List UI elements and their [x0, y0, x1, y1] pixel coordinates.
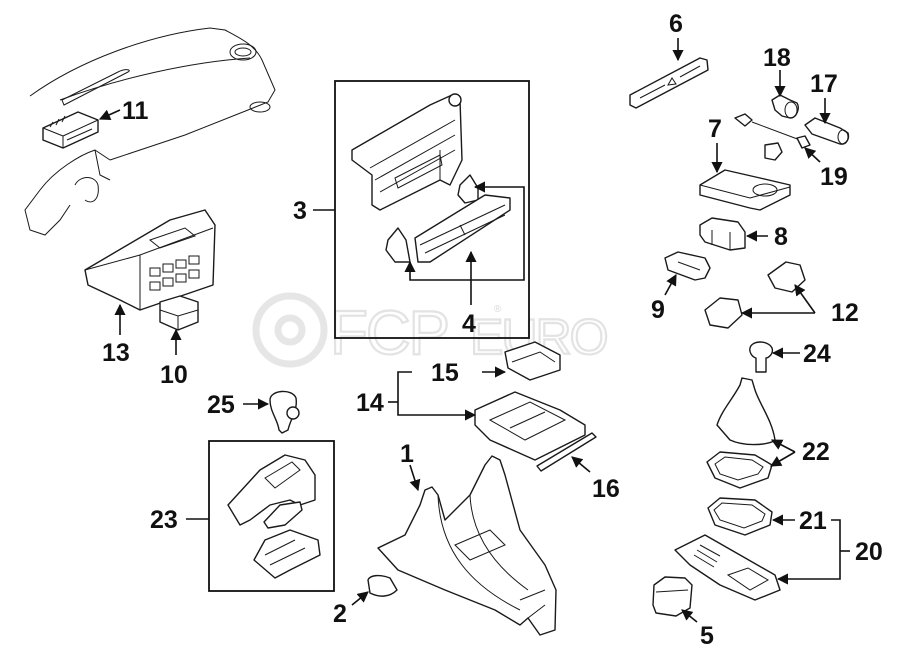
callout-24: 24 [803, 340, 831, 368]
part-8-switch [699, 217, 746, 251]
part-14-storage-tray [474, 391, 586, 461]
part-13-climate-control [84, 209, 216, 311]
callout-13: 13 [102, 339, 130, 367]
callout-4: 4 [462, 310, 476, 338]
part-19-lighter-harness [734, 113, 811, 161]
leader-2 [351, 591, 369, 606]
callout-1: 1 [400, 440, 414, 468]
leader-22-upper [771, 439, 796, 453]
callout-21: 21 [799, 507, 827, 535]
group-box-23 [208, 440, 335, 592]
leader-9 [664, 274, 677, 296]
callout-9: 9 [651, 296, 665, 324]
watermark-brand-main: FCP [330, 299, 448, 368]
part-25-shift-knob-auto [269, 390, 300, 434]
leader-4-left [404, 186, 525, 281]
part-5-storage-insert [652, 576, 693, 617]
callout-15: 15 [431, 359, 459, 387]
leader-11 [98, 109, 121, 120]
leader-14-top [397, 371, 412, 402]
leader-12-upper [794, 284, 816, 314]
callout-17: 17 [810, 70, 838, 98]
part-15-tray-lid [504, 341, 561, 381]
callout-7: 7 [708, 115, 722, 143]
leader-1 [409, 464, 421, 492]
part-3-vent-housing [351, 93, 463, 211]
watermark-logo-ring [252, 292, 328, 368]
part-12-switches [704, 261, 806, 329]
leader-22-lower [770, 451, 796, 467]
dashboard-outline [24, 27, 276, 236]
callout-18: 18 [763, 44, 791, 72]
callout-3: 3 [293, 197, 307, 225]
callout-20: 20 [855, 538, 883, 566]
callout-14: 14 [356, 389, 384, 417]
callout-25: 25 [207, 391, 235, 419]
callout-22: 22 [802, 438, 830, 466]
callout-16: 16 [592, 475, 620, 503]
part-2-end-cap [367, 574, 398, 597]
part-16-trim-strip [536, 432, 597, 472]
watermark-registered-mark: ® [494, 304, 502, 315]
part-9-switch [664, 251, 711, 281]
callout-8: 8 [774, 223, 788, 251]
part-7-cup-holder [699, 169, 791, 211]
part-4-vent-louvers [385, 174, 511, 263]
callout-11: 11 [122, 97, 149, 125]
callout-12: 12 [831, 299, 859, 327]
part-22-shift-boot [706, 377, 776, 489]
leader-20-bracket [776, 519, 841, 585]
part-18-lighter-socket [771, 94, 799, 119]
part-24-shift-knob [749, 341, 774, 373]
watermark-logo-core [274, 314, 306, 346]
leader-19 [804, 147, 821, 163]
leader-16 [571, 456, 591, 473]
callout-5: 5 [700, 622, 714, 650]
part-21-boot-frame [707, 497, 773, 536]
callout-23: 23 [150, 506, 178, 534]
callout-10: 10 [160, 361, 188, 389]
callout-19: 19 [820, 163, 848, 191]
callout-6: 6 [669, 10, 683, 38]
part-11-dash-vent [42, 111, 99, 149]
callout-2: 2 [333, 600, 347, 628]
fcp-euro-watermark: FCP EURO ® [252, 292, 610, 369]
leader-14-bottom [397, 402, 477, 421]
part-6-hazard-trim [629, 57, 709, 109]
part-23-indicator-housing [227, 454, 321, 579]
part-10-switch [159, 295, 199, 331]
leader-5 [681, 609, 698, 623]
part-1-console-body [377, 455, 557, 636]
part-17-cigar-lighter [804, 117, 850, 145]
part-20-shifter-trim [674, 534, 781, 601]
